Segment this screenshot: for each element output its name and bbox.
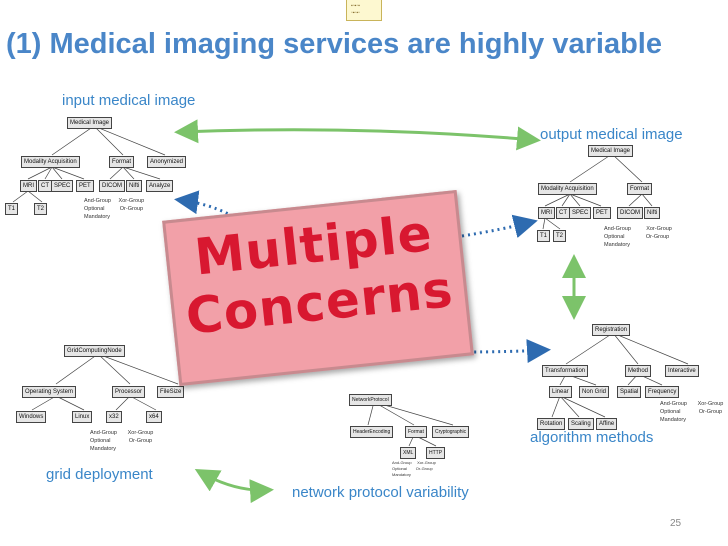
output-label: output medical image xyxy=(540,126,683,143)
grid-legend: And-Group Xor-Group Optional Or-Group Ma… xyxy=(90,430,154,452)
grid-x64-node: x64 xyxy=(146,411,162,423)
slide-title: (1) Medical imaging services are highly … xyxy=(6,28,662,60)
output-nifti-node: Nifti xyxy=(644,207,661,219)
grid-x32-node: x32 xyxy=(106,411,122,423)
registration-nongrid-node: Non Grid xyxy=(579,386,610,398)
stamp-text: Multiple Concerns xyxy=(166,201,467,347)
output-root-node: Medical Image xyxy=(588,145,634,157)
dotted-arrow-registration xyxy=(461,339,551,364)
output-modality-node: Modality Acquisition xyxy=(538,183,597,195)
network-crypto-node: Cryptographic xyxy=(432,426,470,438)
input-spec-node: SPEC xyxy=(51,180,74,192)
input-nifti-node: Nifti xyxy=(126,180,143,192)
input-t2-node: T2 xyxy=(34,203,48,215)
registration-scaling-node: Scaling xyxy=(568,418,594,430)
input-t1-node: T1 xyxy=(5,203,19,215)
output-ct-node: CT xyxy=(556,207,570,219)
registration-linear-node: Linear xyxy=(549,386,572,398)
registration-frequency-node: Frequency xyxy=(645,386,680,398)
grid-windows-node: Windows xyxy=(16,411,47,423)
registration-transformation-node: Transformation xyxy=(542,365,589,377)
network-header-node: HeaderEncoding xyxy=(350,426,394,438)
output-t1-node: T1 xyxy=(537,230,551,242)
dotted-arrow-output xyxy=(461,214,538,239)
output-spec-node: SPEC xyxy=(569,207,592,219)
input-label: input medical image xyxy=(62,92,196,109)
input-root-node: Medical Image xyxy=(67,117,113,129)
input-tree-lines xyxy=(12,125,166,203)
grid-processor-node: Processor xyxy=(112,386,146,398)
network-label: network protocol variability xyxy=(292,484,469,501)
multiple-concerns-stamp: Multiple Concerns xyxy=(162,189,474,387)
page-number: 25 xyxy=(670,518,682,529)
registration-interactive-node: Interactive xyxy=(665,365,699,377)
output-mri-node: MRI xyxy=(538,207,555,219)
grid-label: grid deployment xyxy=(46,466,153,483)
registration-affine-node: Affine xyxy=(596,418,618,430)
network-root-node: NetworkProtocol xyxy=(349,394,392,406)
output-format-node: Format xyxy=(627,183,653,195)
input-anonymized-node: Anonymized xyxy=(147,156,187,168)
network-http-node: HTTP xyxy=(426,447,446,459)
grid-filesize-node: FileSize xyxy=(157,386,185,398)
registration-method-node: Method xyxy=(625,365,652,377)
output-pet-node: PET xyxy=(593,207,611,219)
input-ct-node: CT xyxy=(38,180,52,192)
green-arrow-input-output xyxy=(174,119,541,151)
input-dicom-node: DICOM xyxy=(99,180,125,192)
grid-root-node: GridComputingNode xyxy=(64,345,125,357)
grid-tree-lines xyxy=(31,353,179,411)
network-legend: And-Group Xor-Group Optional Or-Group Ma… xyxy=(392,460,436,477)
registration-root-node: Registration xyxy=(592,324,631,336)
output-dicom-node: DICOM xyxy=(617,207,643,219)
network-format-node: Format xyxy=(405,426,427,438)
algorithm-label: algorithm methods xyxy=(530,429,654,446)
input-mri-node: MRI xyxy=(20,180,37,192)
input-format-node: Format xyxy=(109,156,135,168)
network-tree-lines xyxy=(367,401,454,447)
output-legend: And-Group Xor-Group Optional Or-Group Ma… xyxy=(604,226,672,248)
input-legend: And-Group Xor-Group Optional Or-Group Ma… xyxy=(84,198,145,220)
input-analyze-node: Analyze xyxy=(146,180,174,192)
network-xml-node: XML xyxy=(400,447,417,459)
logo: ▪▫▪▫▪▫▪▫▪▫ xyxy=(346,0,382,21)
grid-linux-node: Linux xyxy=(72,411,93,423)
registration-rotation-node: Rotation xyxy=(537,418,566,430)
input-modality-node: Modality Acquisition xyxy=(21,156,80,168)
output-t2-node: T2 xyxy=(553,230,567,242)
registration-legend: And-Group Xor-Group Optional Or-Group Ma… xyxy=(660,401,724,423)
registration-spatial-node: Spatial xyxy=(617,386,642,398)
green-arrow-grid-network xyxy=(194,469,274,504)
grid-os-node: Operating System xyxy=(22,386,77,398)
input-pet-node: PET xyxy=(76,180,94,192)
output-tree-lines xyxy=(542,153,653,230)
